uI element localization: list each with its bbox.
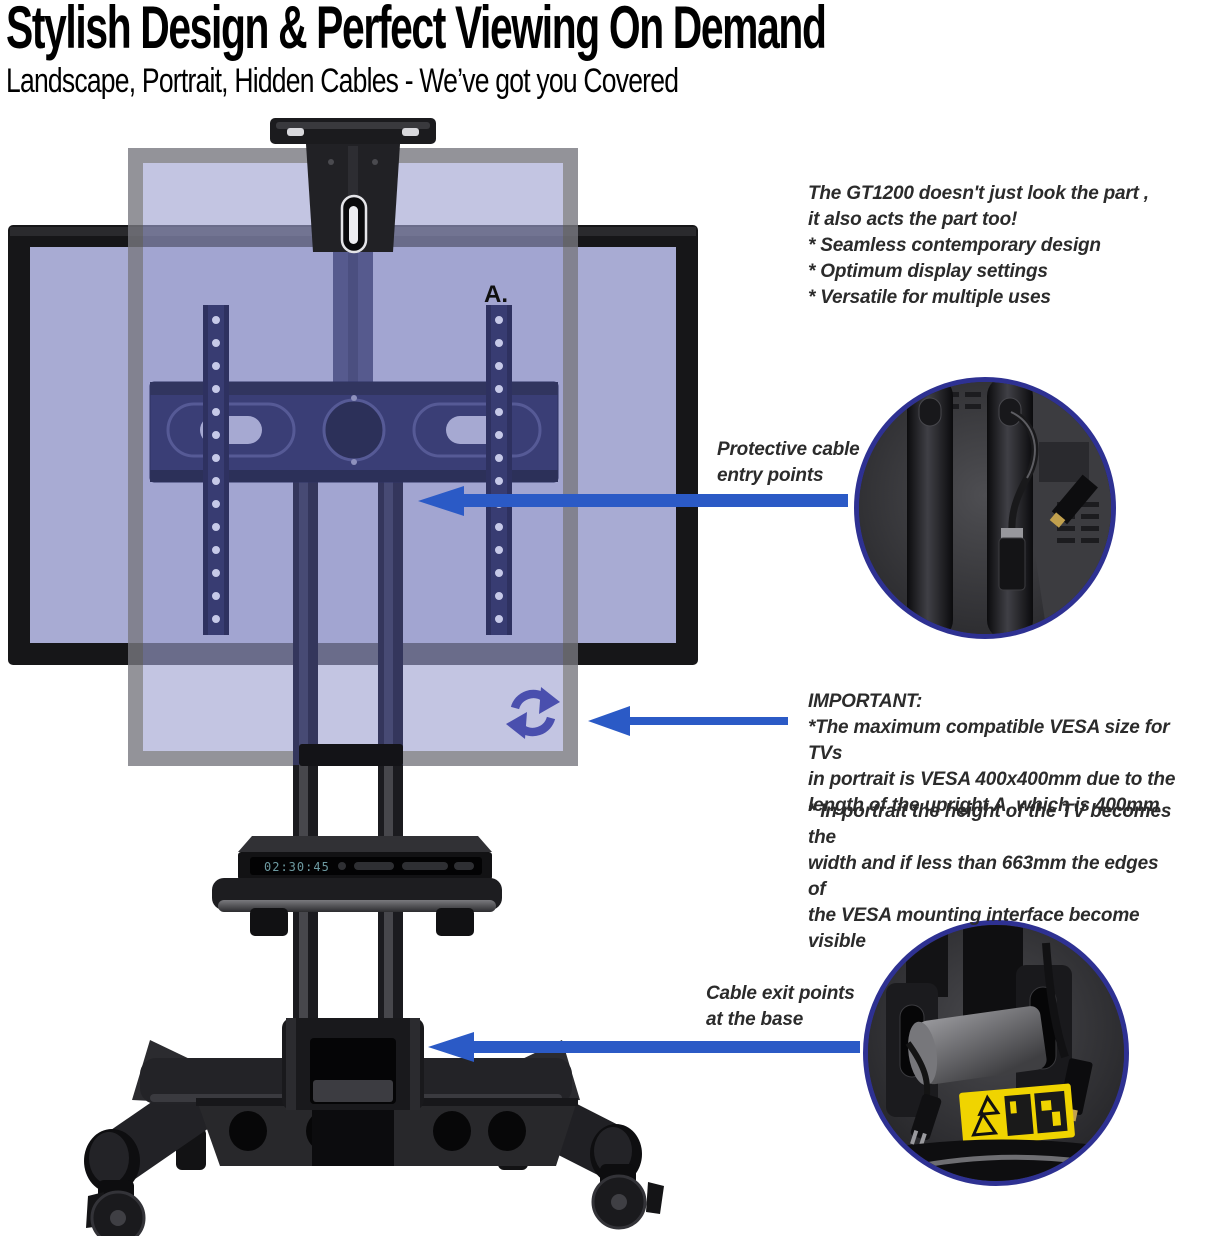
cable-entry-callout: [854, 377, 1116, 639]
support-column-upper: [333, 250, 373, 384]
page-subtitle: Landscape, Portrait, Hidden Cables - We’…: [6, 62, 679, 100]
vesa-upright-right: [486, 305, 512, 635]
column-photo: [963, 925, 1023, 1020]
usb-plug: [998, 537, 1026, 591]
cable-exit-label: Cable exit points at the base: [706, 983, 855, 1030]
cable-entry-label: Protective cable entry points: [717, 439, 860, 486]
media-player: 02:30:45: [238, 836, 492, 880]
cable-exit-photo: [868, 925, 1124, 1181]
column-housing: [282, 1018, 424, 1110]
cable: [1042, 942, 1069, 1059]
vesa-bracket: [149, 381, 559, 483]
cable-exit-callout: [863, 920, 1129, 1186]
media-player-display: 02:30:45: [264, 860, 330, 874]
arrow-shaft: [462, 494, 848, 507]
arrow-shaft: [628, 717, 788, 725]
arrow-head-icon: [428, 1032, 474, 1062]
cable-roller: [908, 1006, 1047, 1086]
vesa-upright-left: [203, 305, 229, 635]
vesa-note-arrow: [588, 706, 788, 736]
base-leg-left: [84, 1071, 232, 1193]
column-crossbar: [299, 744, 403, 766]
cable-exit-arrow: [428, 1032, 860, 1062]
cable-entry-photo: [859, 382, 1111, 634]
cable-entry-arrow: [418, 486, 848, 516]
portrait-note: * In portrait the height of the TV becom…: [808, 801, 1172, 952]
caster-wheel-left: [86, 1180, 146, 1236]
column-photo-left: [907, 382, 953, 634]
rotation-icon: [506, 687, 560, 739]
warning-sticker: [959, 1083, 1075, 1147]
upright-a-label: A.: [484, 281, 508, 308]
page-title: Stylish Design & Perfect Viewing On Dema…: [6, 0, 827, 61]
caster-wheel-right: [591, 1164, 664, 1230]
arrow-head-icon: [418, 486, 464, 516]
important-note: IMPORTANT: *The maximum compatible VESA …: [808, 691, 1176, 816]
intro-note: The GT1200 doesn't just look the part , …: [808, 183, 1149, 308]
av-shelf: 02:30:45: [212, 836, 502, 936]
hdmi-plug: [1049, 474, 1098, 528]
arrow-head-icon: [588, 706, 630, 736]
top-mount-bracket: [270, 118, 436, 254]
arrow-shaft: [472, 1041, 860, 1053]
base: [84, 1018, 664, 1236]
